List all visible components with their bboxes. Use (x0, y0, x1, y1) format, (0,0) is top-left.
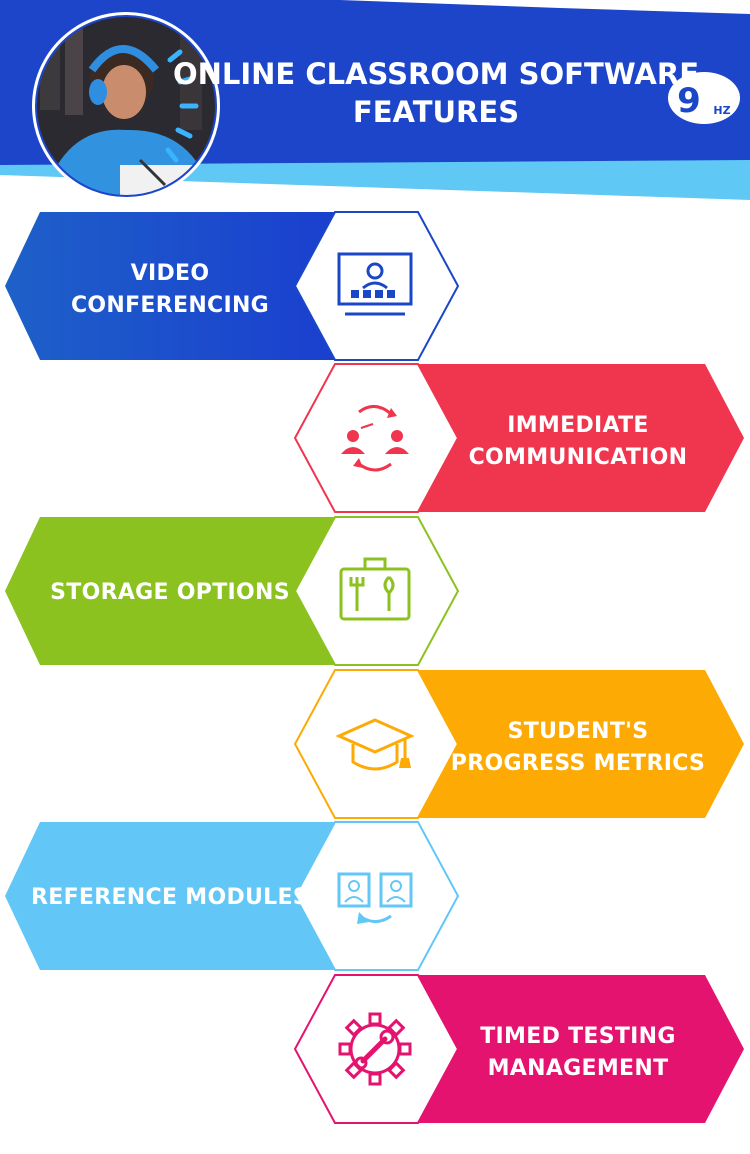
header-white-notch (340, 0, 750, 14)
feature-title-line1: VIDEO (131, 261, 210, 286)
feature-row: TIMED TESTING MANAGEMENT (293, 974, 744, 1124)
feature-title: STORAGE OPTIONS (50, 580, 290, 605)
feature-banner (418, 364, 744, 512)
feature-title-line1: STUDENT'S (508, 719, 649, 744)
page-title-line2: FEATURES (353, 95, 519, 129)
toolbox-icon (339, 557, 411, 621)
feature-icon-hexagon (293, 669, 460, 819)
video-conference-icon (337, 252, 413, 316)
feature-banner (418, 975, 744, 1123)
communication-exchange-icon (341, 405, 409, 472)
feature-title-line2: PROGRESS METRICS (451, 751, 705, 776)
feature-banner (5, 212, 335, 360)
feature-title-line2: CONFERENCING (71, 293, 269, 318)
feature-row: STUDENT'S PROGRESS METRICS (293, 669, 744, 819)
feature-title-line1: TIMED TESTING (480, 1024, 675, 1049)
page-title-line1: ONLINE CLASSROOM SOFTWARE (173, 57, 699, 91)
photo-accent-dashes (165, 49, 199, 163)
feature-icon-hexagon (293, 363, 460, 513)
feature-title: REFERENCE MODULES (31, 885, 309, 910)
brand-logo: 9 HZ (668, 72, 740, 124)
feature-list: VIDEO CONFERENCING IMMEDIATE COMMUNICATION S… (5, 211, 744, 1124)
feature-title-line2: COMMUNICATION (469, 445, 688, 470)
graduation-cap-icon (335, 718, 415, 771)
feature-row: IMMEDIATE COMMUNICATION (293, 363, 744, 513)
feature-icon-hexagon (293, 516, 460, 666)
feature-icon-hexagon (293, 211, 460, 361)
logo-number: 9 (677, 81, 701, 121)
logo-suffix: HZ (713, 104, 730, 117)
feature-row: VIDEO CONFERENCING (5, 211, 460, 361)
feature-banner (5, 822, 335, 970)
feature-title-line2: MANAGEMENT (488, 1056, 669, 1081)
feature-row: REFERENCE MODULES (5, 821, 460, 971)
feature-title-line1: IMMEDIATE (507, 413, 649, 438)
feature-row: STORAGE OPTIONS (5, 516, 460, 666)
gear-wrench-icon (338, 1012, 412, 1086)
feature-icon-hexagon (293, 821, 460, 971)
profile-transfer-icon (337, 872, 413, 924)
feature-banner (418, 670, 744, 818)
feature-banner (5, 517, 335, 665)
